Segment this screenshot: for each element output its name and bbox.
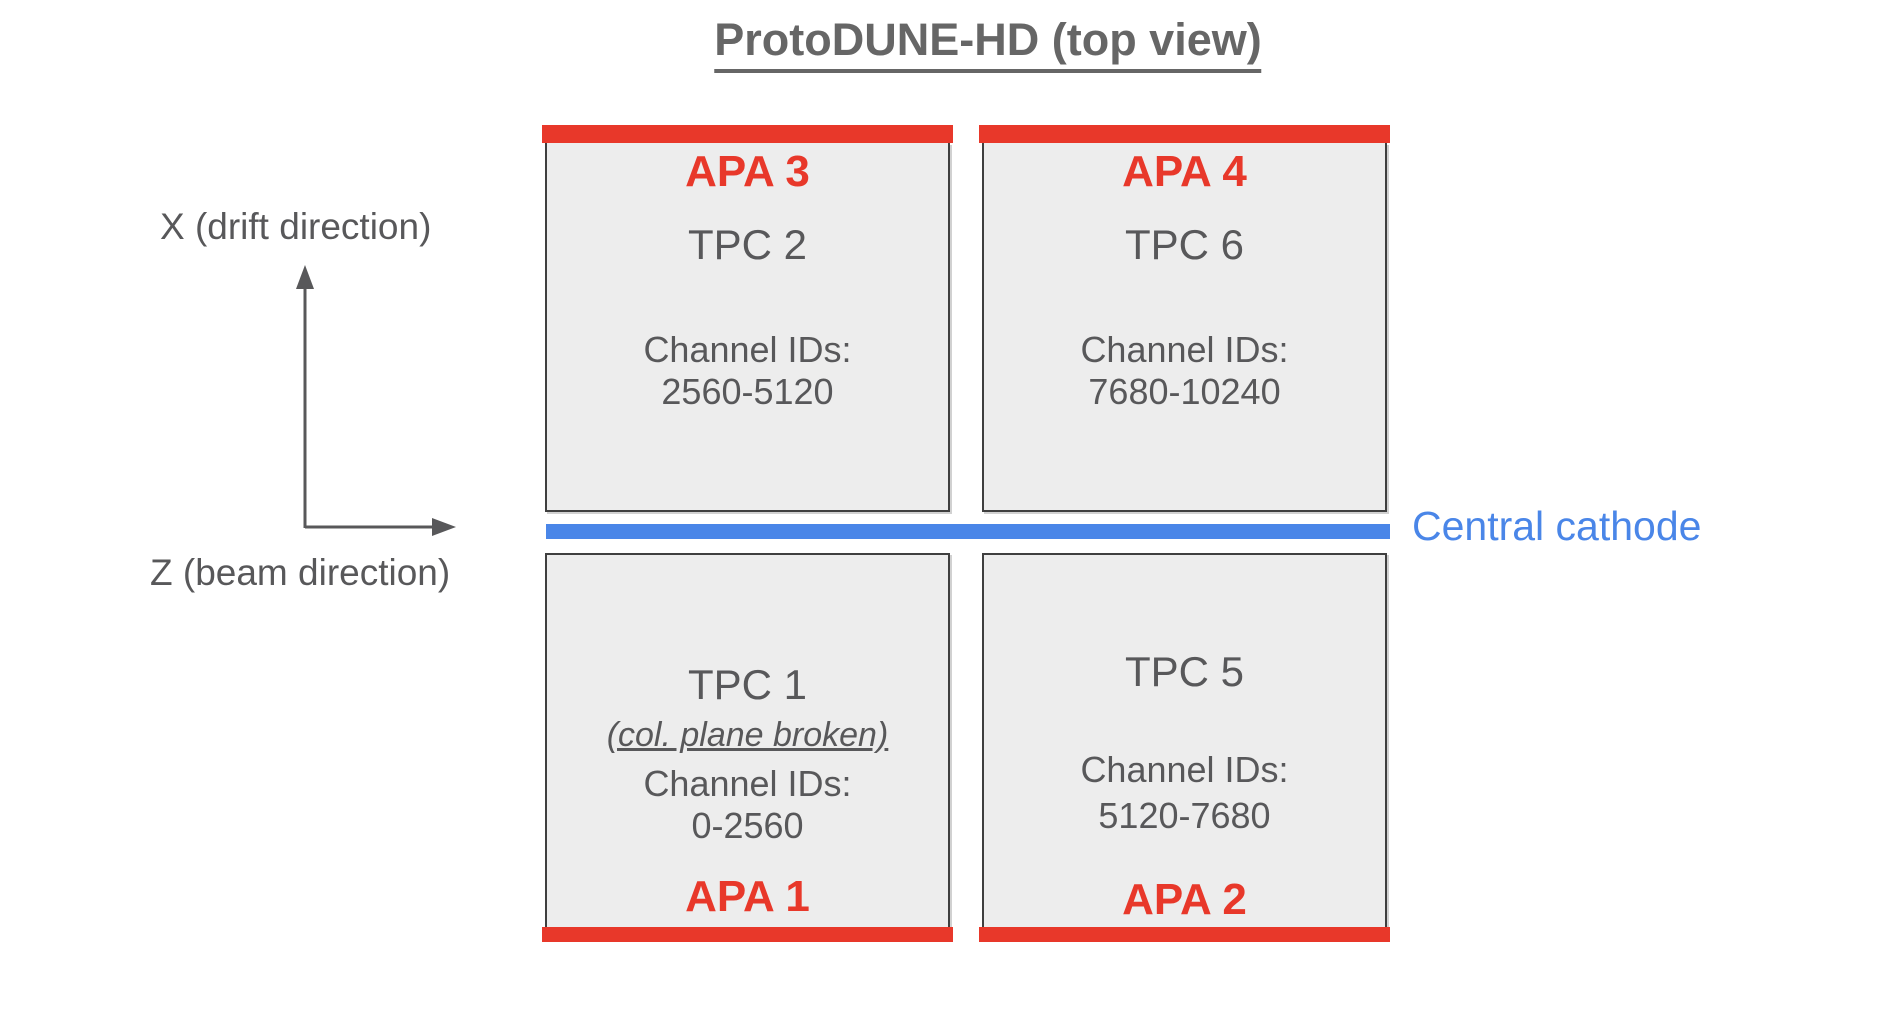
apa1-label: APA 1 — [685, 872, 810, 921]
apa3-channel-label: Channel IDs: — [643, 329, 852, 370]
central-cathode-line — [546, 524, 1390, 539]
quadrant-apa1: TPC 1 (col. plane broken) Channel IDs: 0… — [542, 553, 953, 942]
apa2-channel-range: 5120-7680 — [1098, 795, 1271, 836]
apa3-box: APA 3 TPC 2 Channel IDs: 2560-5120 — [545, 143, 950, 512]
z-axis-label: Z (beam direction) — [150, 552, 451, 593]
apa2-red-bar — [979, 927, 1390, 942]
apa4-box: APA 4 TPC 6 Channel IDs: 7680-10240 — [982, 143, 1387, 512]
apa4-red-bar — [979, 125, 1390, 143]
apa4-channel-label: Channel IDs: — [1080, 329, 1289, 370]
apa1-box: TPC 1 (col. plane broken) Channel IDs: 0… — [545, 553, 950, 927]
quadrant-apa4: APA 4 TPC 6 Channel IDs: 7680-10240 — [979, 125, 1390, 512]
central-cathode-label: Central cathode — [1412, 503, 1702, 549]
apa1-tpc-label: TPC 1 — [687, 661, 808, 708]
apa3-tpc-label: TPC 2 — [687, 221, 808, 268]
quadrant-apa2: TPC 5 Channel IDs: 5120-7680 APA 2 — [979, 553, 1390, 942]
quadrant-apa3: APA 3 TPC 2 Channel IDs: 2560-5120 — [542, 125, 953, 512]
apa4-tpc-label: TPC 6 — [1124, 221, 1245, 268]
apa2-box: TPC 5 Channel IDs: 5120-7680 APA 2 — [982, 553, 1387, 927]
apa1-channel-label: Channel IDs: — [643, 763, 852, 804]
page-title: ProtoDUNE-HD (top view) — [714, 14, 1262, 73]
apa3-channel-range: 2560-5120 — [661, 371, 834, 412]
apa2-tpc-label: TPC 5 — [1124, 648, 1245, 695]
apa1-red-bar — [542, 927, 953, 942]
x-axis-label: X (drift direction) — [160, 206, 432, 247]
apa4-label: APA 4 — [1122, 147, 1247, 196]
apa1-note: (col. plane broken) — [606, 716, 889, 754]
apa3-label: APA 3 — [685, 147, 810, 196]
apa3-red-bar — [542, 125, 953, 143]
axis-arrows-icon — [296, 265, 456, 536]
apa2-channel-label: Channel IDs: — [1080, 749, 1289, 790]
apa2-label: APA 2 — [1122, 875, 1247, 924]
apa4-channel-range: 7680-10240 — [1088, 371, 1281, 412]
apa1-channel-range: 0-2560 — [691, 805, 804, 846]
